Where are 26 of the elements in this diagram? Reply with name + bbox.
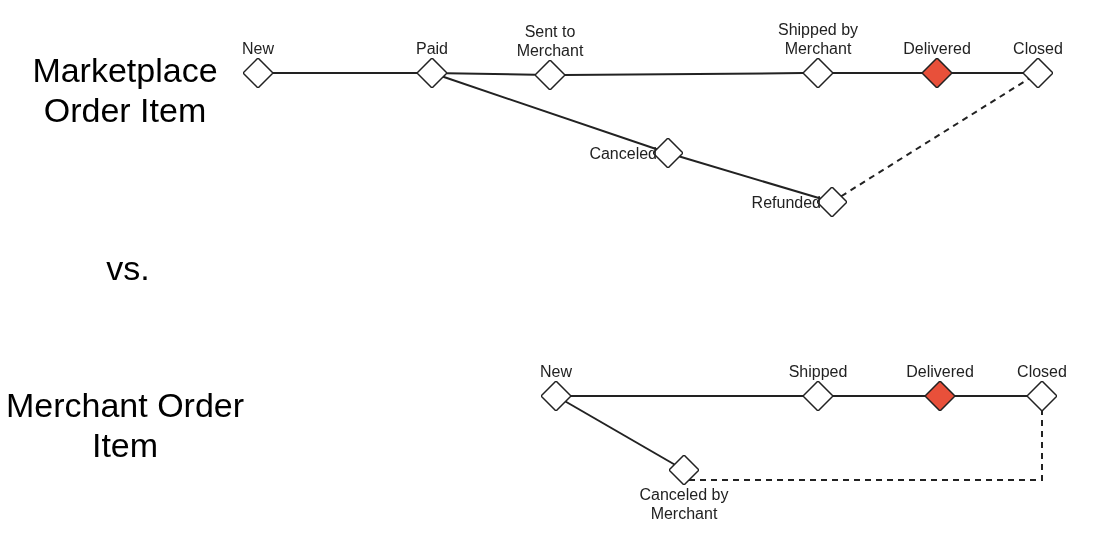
state-label: New	[241, 39, 275, 58]
connector-line	[832, 395, 926, 397]
state-label: Shipped by Merchant	[776, 20, 860, 58]
connector-line	[951, 72, 1024, 74]
connector-line	[563, 72, 805, 76]
state-label: New	[539, 362, 573, 381]
dashed-connector	[688, 410, 1043, 481]
heading-text: Merchant Order Item	[5, 385, 245, 465]
state-label: Delivered	[905, 362, 975, 381]
state-label: Sent to Merchant	[515, 22, 585, 60]
state-label: Shipped	[787, 362, 849, 381]
state-label: Paid	[415, 39, 449, 58]
connector-line	[570, 395, 804, 397]
connector-line	[564, 400, 676, 466]
connector-line	[832, 72, 923, 74]
connector-line	[272, 72, 418, 74]
state-label: Closed	[1016, 362, 1068, 381]
connector-line	[445, 72, 537, 76]
state-label: Canceled	[588, 144, 657, 163]
state-label: Closed	[1012, 39, 1064, 58]
heading-text: Marketplace Order Item	[31, 50, 219, 130]
heading-text: vs.	[105, 248, 151, 288]
state-label: Delivered	[902, 39, 972, 58]
state-label: Canceled by Merchant	[638, 485, 730, 523]
state-label: Refunded	[750, 193, 821, 212]
connector-line	[954, 395, 1028, 397]
